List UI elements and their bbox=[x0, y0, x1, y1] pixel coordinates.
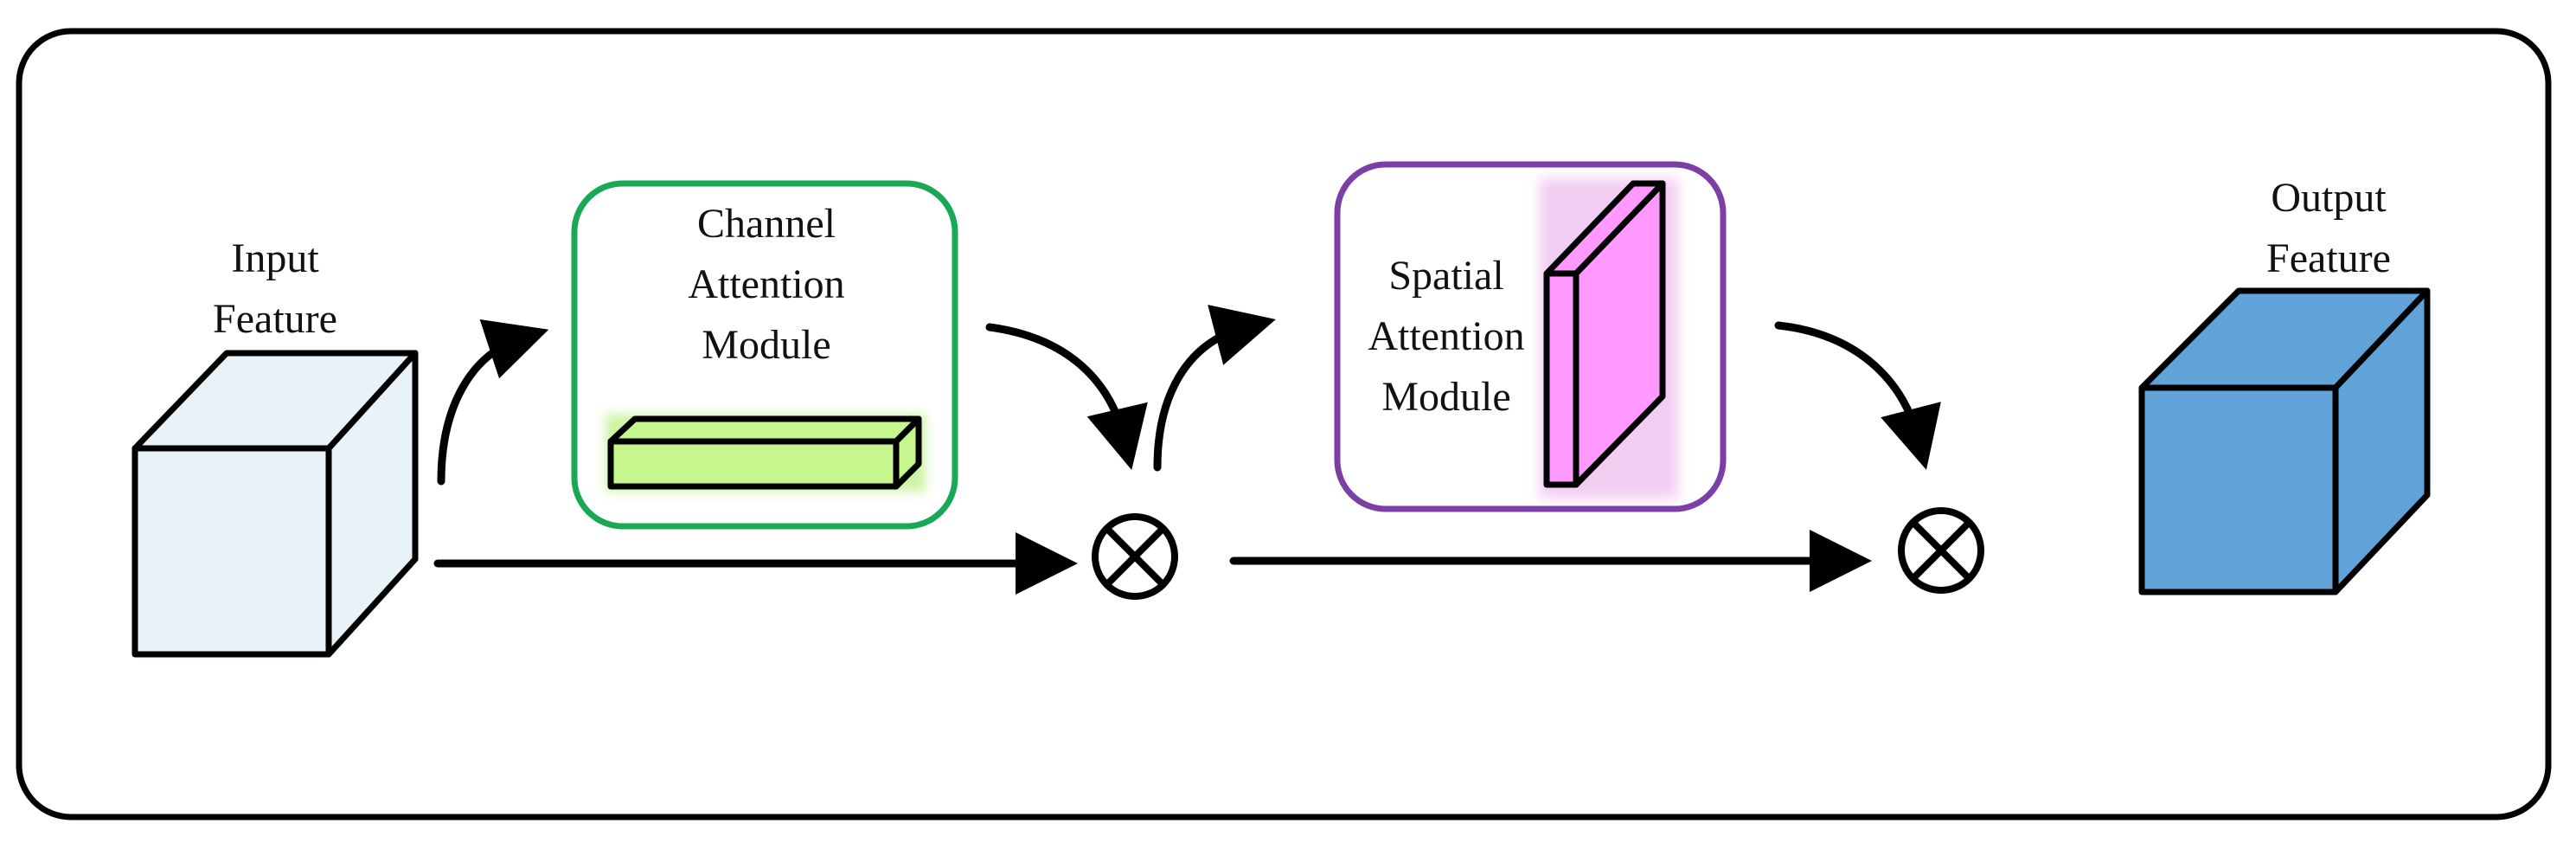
spatial-block-front bbox=[1543, 270, 1580, 488]
channel-attention-module: Channel Attention Module bbox=[571, 180, 958, 530]
input-label-line2: Feature bbox=[213, 296, 337, 342]
output-cube-side bbox=[2332, 287, 2431, 595]
spatial-label-line3: Module bbox=[1381, 374, 1510, 420]
spatial-attention-module: Spatial Attention Module bbox=[1334, 161, 1727, 512]
output-feature: Output Feature bbox=[2138, 175, 2431, 595]
arrow-input-to-channel bbox=[437, 319, 549, 486]
arrow-multiply-1-to-spatial bbox=[1153, 305, 1276, 472]
output-cube-front bbox=[2138, 384, 2339, 595]
arrow-spatial-to-multiply-2 bbox=[1774, 321, 1941, 470]
spatial-attention-block bbox=[1540, 178, 1678, 499]
input-cube-side bbox=[325, 350, 419, 658]
channel-block-top bbox=[607, 415, 922, 445]
channel-block-side bbox=[893, 415, 922, 490]
input-cube-front bbox=[131, 445, 332, 658]
channel-block-front bbox=[607, 438, 900, 490]
output-label-line1: Output bbox=[2271, 175, 2387, 221]
input-cube bbox=[131, 350, 419, 658]
channel-label-line1: Channel bbox=[697, 201, 836, 247]
input-label-line1: Input bbox=[231, 235, 319, 281]
spatial-label-line2: Attention bbox=[1368, 313, 1524, 359]
channel-attention-block bbox=[606, 414, 926, 492]
spatial-label-line1: Spatial bbox=[1388, 253, 1503, 299]
arrows bbox=[433, 305, 1941, 595]
channel-label-line3: Module bbox=[702, 322, 830, 368]
channel-label-line2: Attention bbox=[688, 261, 844, 307]
output-cube bbox=[2138, 287, 2431, 595]
multiply-operator-2 bbox=[1898, 507, 1984, 594]
arrow-channel-to-multiply-1 bbox=[985, 323, 1148, 471]
multiply-operator-1 bbox=[1092, 513, 1178, 600]
output-label-line2: Feature bbox=[2266, 235, 2391, 281]
input-feature: Input Feature bbox=[131, 235, 419, 658]
